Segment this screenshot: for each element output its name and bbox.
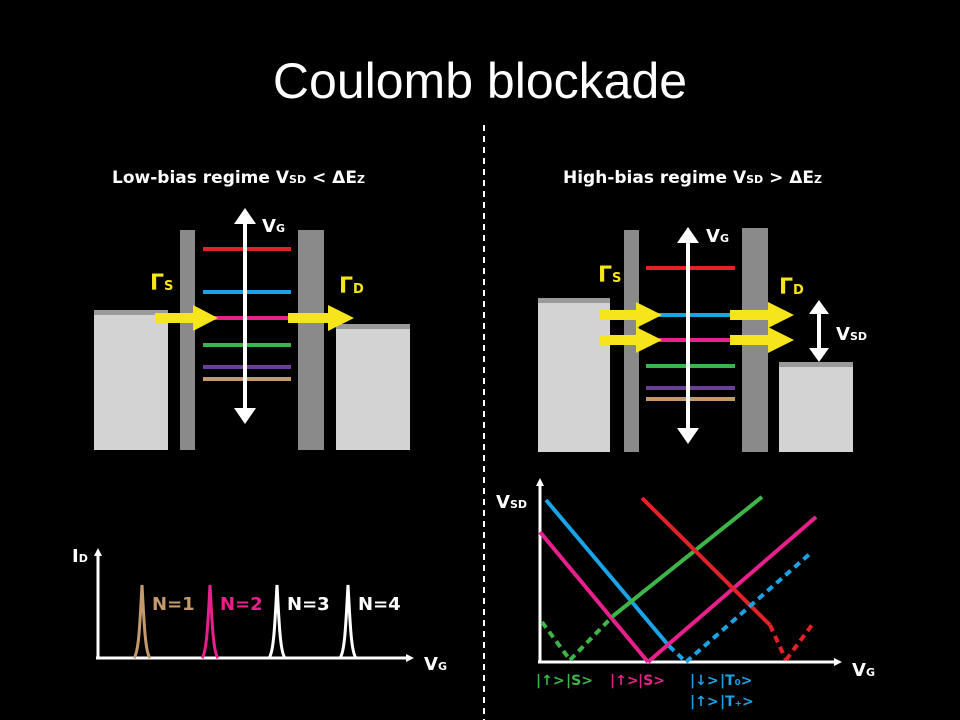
blue-dashed-line-left [667,644,688,664]
source-lead-hb-edge [538,298,610,303]
green-dashed-line-right [568,614,615,662]
coulomb-peak [267,584,287,659]
tunnel-arrow-drain [288,313,330,323]
drain-lead-edge [336,324,410,329]
coulomb-peak [132,584,152,659]
tunnel-arrow-source-2-head [636,327,662,353]
tunnel-arrow-drain-2-head [768,327,794,353]
peak-label: N=2 [220,594,263,615]
state-label: |T₊> [720,694,754,710]
id-axis-label: ID [72,546,88,567]
state-labels: |↑>|S>|↑>|S>|↓>|T₀>|↑>|T₊> [536,673,754,710]
vg-axis-label-diamond: VG [852,660,875,681]
vg-label-hb: VG [706,226,729,247]
state-label: |↑> [690,694,719,710]
coulomb-peak [200,584,220,659]
drain-lead-hb [779,362,853,452]
gamma-d-label-hb: ΓD [779,275,804,300]
vg-axis-label: VG [424,654,447,675]
vg-label: VG [262,216,285,237]
state-label: |↓> [690,673,719,689]
state-label: |S> [566,673,593,689]
vsd-axis-label: VSD [496,492,527,513]
coulomb-peak [338,584,358,659]
gamma-s-label: ΓS [150,271,173,296]
tunnel-arrow-source-1 [600,310,638,320]
blue-transition-line [544,498,671,648]
green-dashed-line-left [540,620,572,662]
gate-arrow-head-up-hb [677,227,699,243]
blue-dashed-line-right [684,550,814,664]
state-label: |↑> [610,673,639,689]
source-lead-hb [538,298,610,452]
red-dashed-line-left [768,624,788,661]
drain-lead [336,324,410,450]
gamma-d-label: ΓD [339,274,364,299]
slide-title: Coulomb blockade [272,53,688,109]
vsd-label: VSD [836,324,867,345]
tunnel-arrow-source [155,313,195,323]
gate-arrow-head-down-hb [677,428,699,444]
state-label: |S> [638,673,665,689]
gate-arrow-head-up [234,208,256,224]
drain-lead-hb-edge [779,362,853,367]
peak-label: N=3 [287,594,330,615]
magenta-transition-line-left [538,530,650,664]
red-transition-line [640,496,772,627]
tunnel-arrow-drain-2 [730,335,770,345]
green-transition-line [611,495,764,618]
drain-barrier [298,230,324,450]
tunnel-arrow-source-head [193,305,218,331]
tunnel-arrow-source-1-head [636,302,662,328]
source-lead [94,310,168,450]
tunnel-arrow-source-2 [600,335,638,345]
source-lead-edge [94,310,168,315]
state-label: |T₀> [720,673,753,689]
low-bias-heading: Low-bias regime VSD < ΔEZ [112,168,365,188]
coulomb-peaks: N=1 N=2 N=3 N=4 [132,584,401,659]
high-bias-heading: High-bias regime VSD > ΔEZ [563,168,822,188]
tunnel-arrow-drain-1-head [768,302,794,328]
gate-arrow-head-down [234,408,256,424]
peak-label: N=1 [152,594,195,615]
state-label: |↑> [536,673,565,689]
gamma-s-label-hb: ΓS [598,263,621,288]
tunnel-arrow-drain-head [328,305,354,331]
tunnel-arrow-drain-1 [730,310,770,320]
red-dashed-line-right [784,623,814,662]
source-barrier [180,230,195,450]
vsd-arrow-head-down [809,348,829,362]
peak-label: N=4 [358,594,401,615]
vsd-arrow-head-up [809,300,829,314]
